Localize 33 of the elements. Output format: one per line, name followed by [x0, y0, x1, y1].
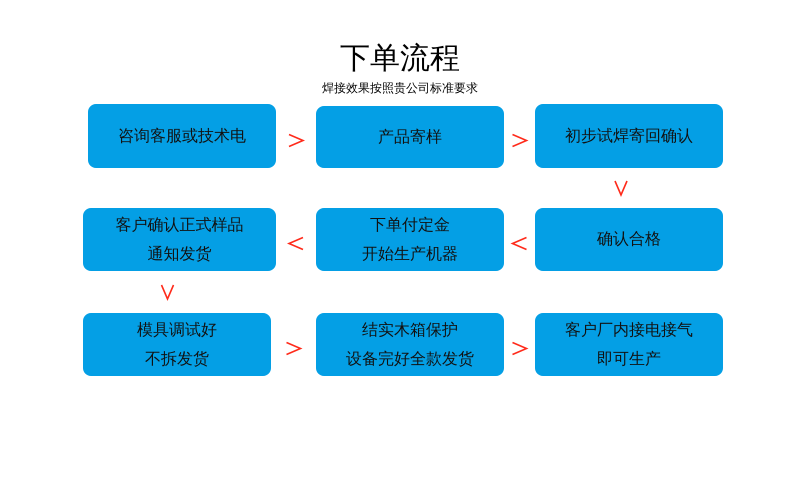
step-text: 产品寄样 — [378, 126, 442, 148]
step-text: 确认合格 — [597, 229, 661, 250]
step-text: 客户厂内接电接气 — [565, 320, 693, 340]
step-text: 客户确认正式样品 — [116, 214, 244, 236]
process-box — [88, 104, 276, 168]
step-text: 咨询客服或技术电 — [118, 126, 246, 146]
chevron-arrow — [288, 134, 306, 148]
step-text: 不拆发货 — [145, 348, 209, 370]
step-text: 通知发货 — [148, 244, 212, 264]
process-box — [316, 106, 504, 168]
process-box — [535, 208, 723, 271]
process-box — [316, 208, 504, 271]
step-text: 模具调试好 — [137, 320, 217, 340]
subtitle: 焊接效果按照贵公司标准要求 — [321, 80, 479, 97]
process-box — [535, 104, 723, 168]
chevron-arrow — [160, 284, 174, 302]
chevron-arrow — [512, 134, 529, 148]
step-text: 即可生产 — [597, 348, 661, 370]
step-text: 结实木箱保护 — [362, 320, 458, 340]
chevron-arrow — [510, 236, 527, 250]
process-box — [535, 313, 723, 376]
chevron-arrow — [512, 342, 529, 356]
process-box — [316, 313, 504, 376]
chevron-arrow — [286, 236, 304, 250]
process-box — [83, 313, 271, 376]
step-text: 开始生产机器 — [362, 244, 458, 264]
step-text: 下单付定金 — [370, 214, 450, 236]
step-text: 设备完好全款发货 — [346, 348, 474, 370]
chevron-arrow — [614, 180, 628, 198]
chevron-arrow — [286, 342, 303, 356]
title: 下单流程 — [339, 40, 461, 78]
process-box — [83, 208, 276, 271]
step-text: 初步试焊寄回确认 — [565, 126, 693, 146]
